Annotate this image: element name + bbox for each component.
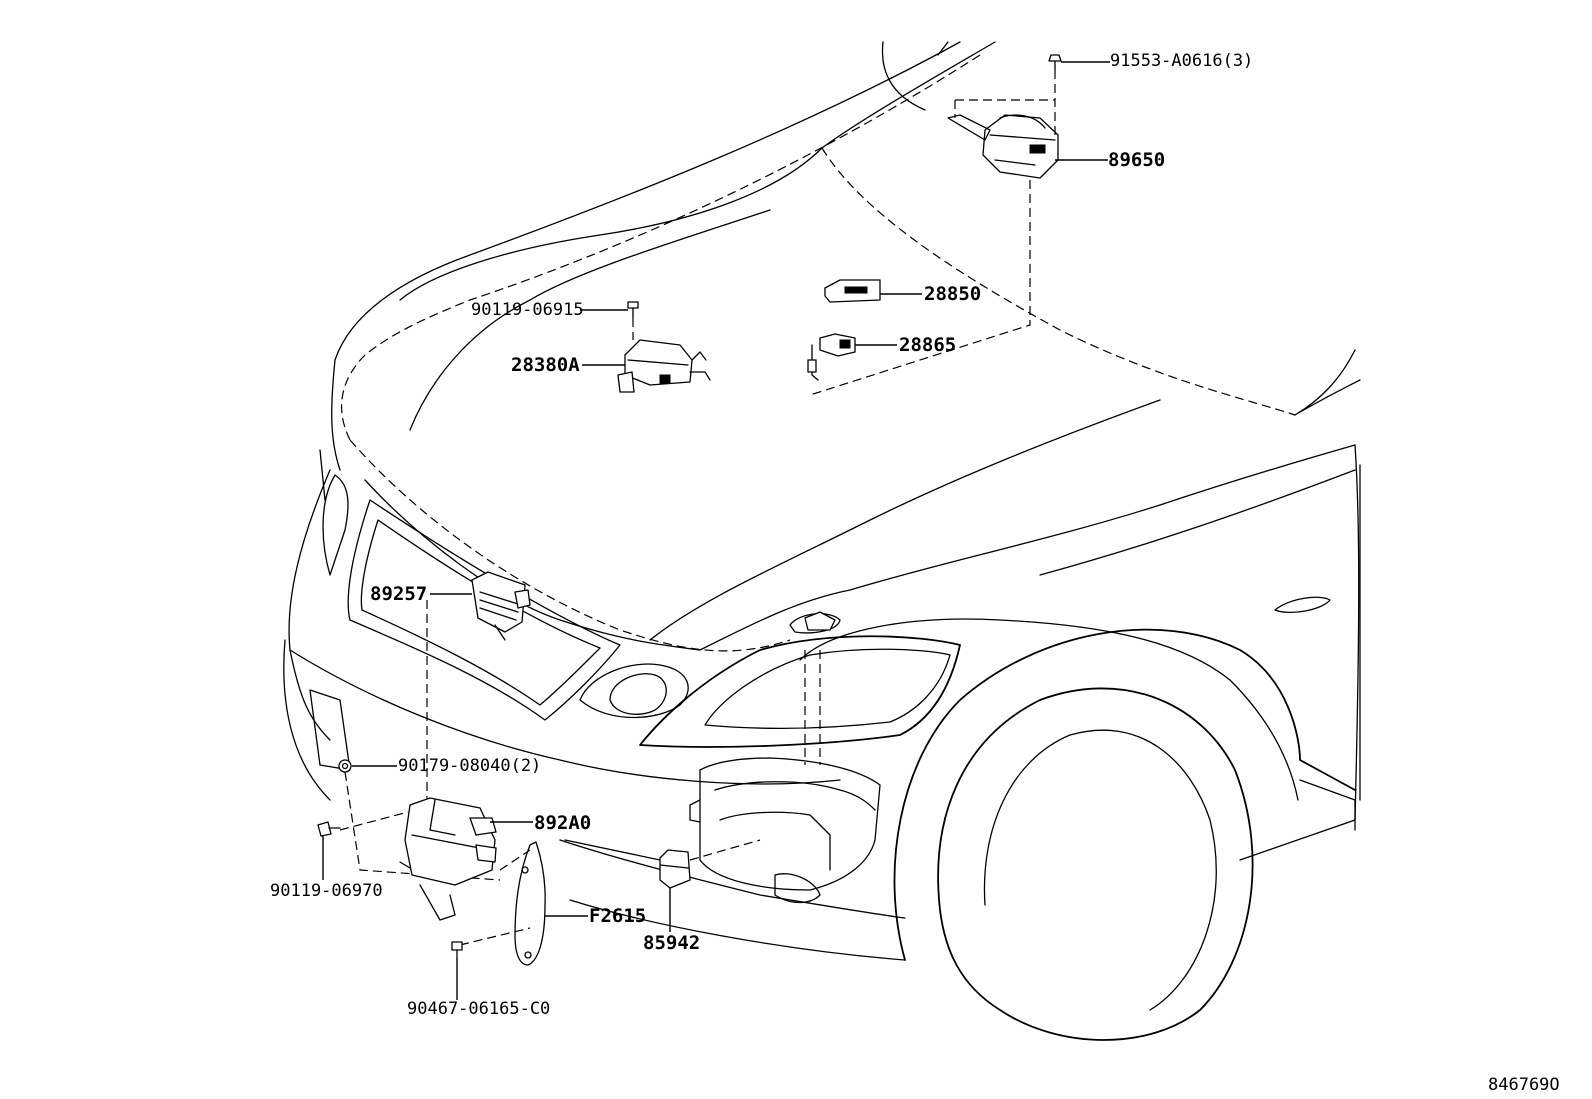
nut-dash — [344, 771, 501, 881]
part-28380a-icon — [617, 339, 711, 393]
module-892a0-icon — [399, 797, 497, 921]
part-28865-icon — [807, 333, 856, 381]
bolt-06915-icon — [627, 301, 639, 319]
parts-art — [317, 54, 1062, 966]
fastener-91553-icon — [1048, 54, 1062, 71]
side-marker-lamp — [1274, 596, 1331, 614]
fog-housing-tab — [689, 799, 701, 823]
hood-cowl-line — [821, 41, 996, 149]
label-90119-06970: 90119-06970 — [270, 881, 383, 901]
fender-top-line — [799, 618, 1299, 801]
part-28850-icon — [824, 279, 881, 303]
bumper-lower-line — [559, 839, 906, 919]
bracket-f2615-icon — [514, 841, 546, 966]
door-front-edge — [1354, 444, 1360, 821]
sill-line — [1239, 819, 1356, 861]
label-89257: 89257 — [370, 583, 427, 605]
front-tire — [937, 687, 1254, 1041]
headlamp-left-edge — [319, 449, 326, 501]
car-body — [283, 41, 1361, 1041]
diagram-id: 846769O — [1488, 1075, 1560, 1095]
bumper-lower-corner — [283, 639, 331, 801]
label-89650: 89650 — [1108, 149, 1165, 171]
bumper-upper-line — [289, 649, 841, 785]
hood-front-dashed — [349, 439, 791, 652]
label-91553: 91553-A0616(3) — [1110, 51, 1253, 71]
tire-inner-rim — [983, 729, 1217, 1011]
headlamp-right-inner — [704, 648, 951, 730]
bracket-dash-3 — [809, 180, 1031, 396]
relay-85942-icon — [659, 849, 691, 889]
bumper-vent-left — [309, 689, 351, 771]
labels: 91553-A0616(3) 89650 28850 28865 90119-0… — [270, 51, 1560, 1095]
hood-character-line — [409, 209, 771, 431]
washer-nozzle-cap — [804, 611, 836, 631]
sensor-89650-icon — [947, 114, 1059, 179]
leader-lines — [322, 61, 1110, 1000]
sensor-89257-icon — [471, 571, 531, 641]
washer-nozzle — [789, 613, 841, 634]
bolt-06970-icon — [317, 821, 341, 837]
front-corner-line — [288, 469, 331, 741]
label-f2615: F2615 — [589, 905, 646, 927]
label-28865: 28865 — [899, 334, 956, 356]
label-90467: 90467-06165-C0 — [407, 999, 550, 1019]
hood-left-solid — [331, 41, 961, 471]
label-90179: 90179-08040(2) — [398, 756, 541, 776]
hood-right-crease — [649, 399, 1161, 641]
a-pillar-base — [1294, 349, 1356, 416]
bracket-dash — [499, 849, 531, 871]
label-892a0: 892A0 — [534, 812, 591, 834]
bolt-06970-dash — [339, 811, 409, 831]
label-85942: 85942 — [643, 932, 700, 954]
hood-rear-dashed — [821, 147, 1296, 416]
side-character-line — [1039, 469, 1356, 576]
hood-left-dashed — [341, 54, 981, 441]
fog-housing — [699, 757, 881, 891]
fog-housing-top — [714, 781, 876, 811]
mirror-line — [1299, 379, 1361, 413]
label-28380a: 28380A — [511, 354, 580, 376]
relay-dash — [689, 839, 761, 861]
label-90119-06915: 90119-06915 — [471, 300, 584, 320]
screw-06165-icon — [451, 941, 463, 959]
fender-arch-outer — [893, 628, 1356, 961]
fog-lens — [774, 873, 821, 904]
center-lamp-inner — [609, 673, 667, 715]
bumper-bottom-line — [569, 899, 906, 961]
center-lamp-outer — [579, 663, 689, 719]
relay-harness — [564, 839, 661, 861]
fog-housing-mid — [719, 811, 831, 871]
hood-inner-line — [399, 147, 823, 301]
screw-dash — [459, 927, 531, 946]
nut-08040-icon — [338, 759, 352, 773]
headlamp-right-outer — [639, 635, 961, 748]
headlamp-left — [322, 474, 349, 576]
windshield-edge — [881, 41, 926, 111]
label-28850: 28850 — [924, 283, 981, 305]
